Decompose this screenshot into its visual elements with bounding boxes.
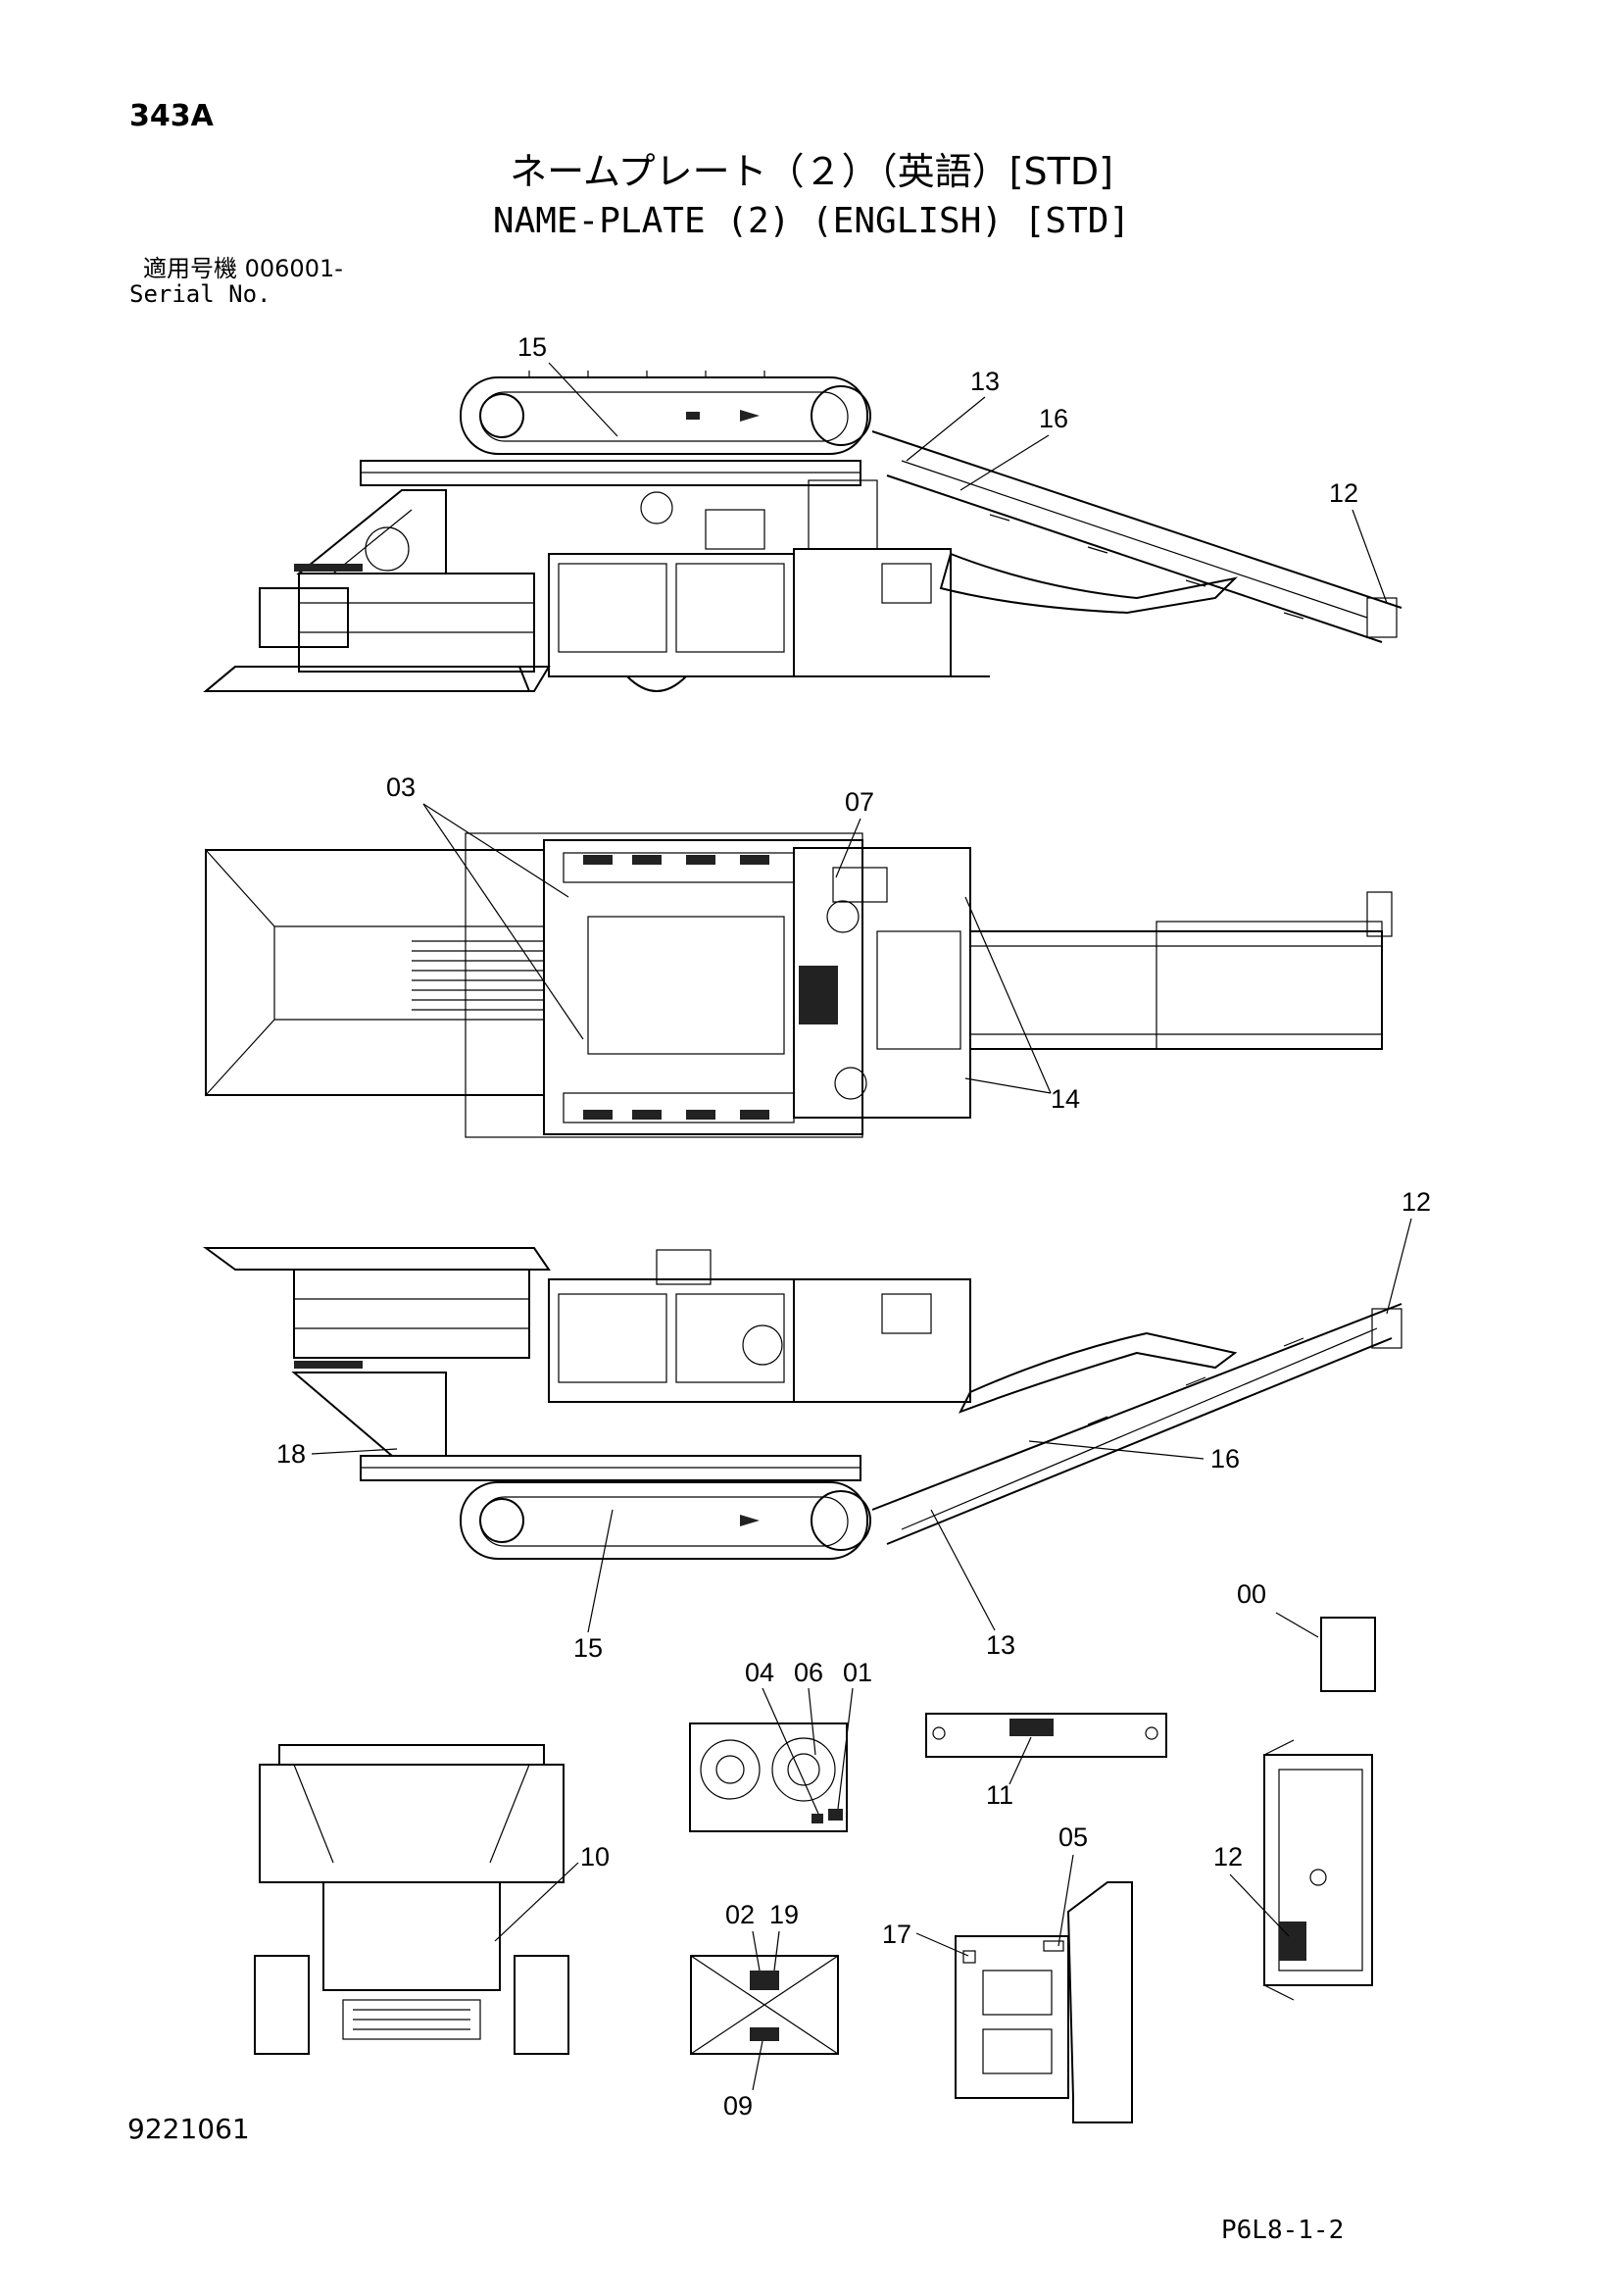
detail-views: 00 04 06 01 11 10 [254, 1579, 1376, 2123]
callout-03: 03 [386, 773, 416, 802]
callout-12: 12 [1402, 1187, 1431, 1217]
callout-19: 19 [769, 1900, 799, 1929]
serial-label-japanese: 適用号機 006001- [143, 255, 343, 282]
callout-13: 13 [970, 367, 1000, 396]
callout-00: 01 [843, 1658, 872, 1687]
plate-04 [1320, 1617, 1376, 1692]
callout-15: 15 [573, 1633, 603, 1663]
callouts-plan: 03 07 14 [386, 773, 1080, 1114]
callout-10: 12 [1213, 1842, 1243, 1872]
side-view-top: 15 13 16 12 [203, 332, 1402, 692]
page-reference: P6L8-1-2 [1221, 2216, 1345, 2245]
callouts-side-bottom: 12 18 16 15 13 [276, 1187, 1431, 1663]
callout-05: 05 [1058, 1822, 1088, 1852]
callout-17: 17 [882, 1920, 911, 1949]
callout-16: 16 [1210, 1444, 1240, 1473]
side-view-bottom: 12 18 16 15 13 [202, 1187, 1431, 1663]
callout-02: 02 [725, 1900, 755, 1929]
callout-18: 18 [276, 1439, 306, 1469]
callouts-side-top: 15 13 16 12 [517, 332, 1388, 604]
callout-13: 13 [986, 1630, 1015, 1660]
callout-15: 15 [517, 332, 547, 362]
callout-04: 00 [1237, 1579, 1266, 1609]
page-code: 343A [129, 99, 214, 133]
doc-number: 9221061 [127, 2113, 250, 2145]
callout-16: 16 [1039, 404, 1068, 433]
plan-view: 03 07 14 [205, 773, 1393, 1138]
callout-06: 04 [745, 1658, 774, 1687]
title-japanese: ネームプレート（２）（英語）[STD] [510, 150, 1113, 193]
callout-09: 09 [723, 2091, 753, 2121]
serial-label-english: Serial No. [129, 280, 271, 308]
callout-01: 06 [794, 1658, 823, 1687]
callout-11: 11 [986, 1780, 1013, 1810]
callout-12-front: 10 [580, 1842, 610, 1872]
callout-14: 14 [1051, 1084, 1080, 1114]
callout-12: 12 [1329, 478, 1358, 508]
title-english: NAME-PLATE (2) (ENGLISH) [STD] [492, 201, 1131, 241]
callout-07: 07 [845, 787, 874, 817]
